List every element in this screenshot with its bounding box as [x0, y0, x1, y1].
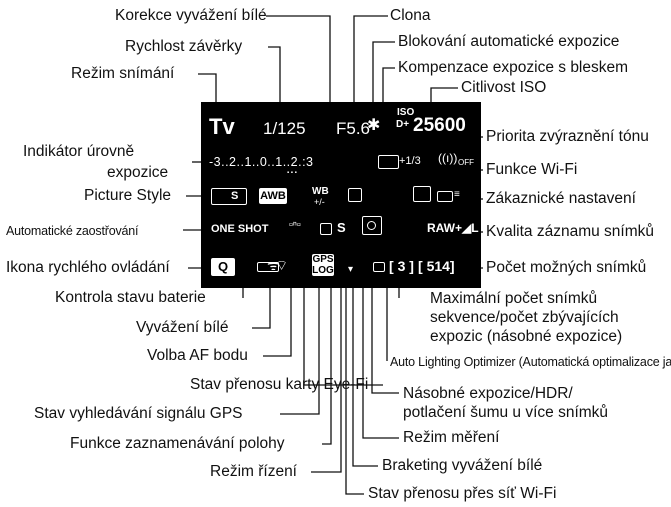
- white-balance-icon: AWB: [259, 188, 287, 204]
- highlight-tone-priority: D+: [396, 119, 410, 130]
- wifi-transfer-icon: ▾: [348, 264, 354, 275]
- shots-remaining-value: 514: [426, 258, 450, 274]
- image-quality: RAW+◢L: [427, 221, 479, 235]
- label-iso: Citlivost ISO: [461, 79, 547, 96]
- leader-wifi-prenos: [345, 288, 364, 495]
- metering-mode-dot: [367, 221, 376, 230]
- leader-kompenzace: [382, 67, 395, 103]
- flash-comp-value: +1/3: [399, 155, 421, 167]
- label-korekce-wb: Korekce vyvážení bílé: [115, 7, 267, 24]
- label-rezim-snimani: Režim snímání: [71, 65, 175, 82]
- eye-fi-icon: ᯤ: [267, 257, 280, 273]
- wb-correction-icon: WB: [312, 186, 329, 197]
- camera-lcd-screen: Tv 1/125 F5.6 ✱ ISO D+ 25600 -3..2..1..0…: [201, 102, 481, 288]
- leader-eyefi: [303, 288, 383, 386]
- shutter-speed: 1/125: [263, 119, 306, 138]
- af-mode: ONE SHOT: [211, 223, 269, 235]
- shots-remaining: [ 514]: [418, 258, 455, 274]
- leader-iso: [430, 87, 458, 103]
- label-wifi: Funkce Wi-Fi: [486, 161, 578, 178]
- label-blokovani-ae: Blokování automatické expozice: [398, 33, 620, 50]
- leader-nasobne: [371, 288, 399, 394]
- gps-icon: GPS LOG: [312, 254, 334, 276]
- battery-icon: [257, 262, 279, 272]
- leader-clona: [353, 15, 388, 103]
- drive-mode-icon: [320, 223, 332, 235]
- label-poloha: Funkce zaznamenávání polohy: [70, 435, 285, 452]
- gps-log-label: LOG: [312, 265, 334, 276]
- label-braketing: Braketing vyvážení bílé: [382, 457, 543, 474]
- label-alo: Auto Lighting Optimizer (Automatická opt…: [390, 355, 671, 369]
- leader-poloha: [322, 288, 332, 445]
- leader-wb: [252, 288, 271, 329]
- leader-rezim-snimani: [198, 73, 217, 103]
- eye-fi-status: ⌔: [275, 257, 289, 273]
- custom-settings-icon: [437, 191, 453, 202]
- wb-bracketing-icon: [348, 188, 362, 202]
- multi-exposure-icon: [413, 186, 431, 202]
- leader-mereni: [362, 288, 399, 439]
- label-af-bod: Volba AF bodu: [147, 347, 248, 364]
- label-max-snimku: Maximální počet snímků sekvence/počet zb…: [430, 290, 623, 345]
- label-wb: Vyvážení bílé: [136, 319, 229, 336]
- label-kvalita: Kvalita záznamu snímků: [486, 223, 654, 240]
- iso-label: ISO: [397, 107, 415, 118]
- flash-comp-icon: [378, 155, 399, 169]
- alo-icon: [373, 262, 385, 272]
- label-kompenzace: Kompenzace expozice s bleskem: [398, 59, 629, 76]
- picture-style-value: S: [231, 190, 239, 202]
- drive-mode-value: S: [337, 220, 346, 235]
- label-wifi-prenos: Stav přenosu přes síť Wi-Fi: [368, 485, 557, 502]
- picture-style-box: [211, 188, 247, 205]
- exposure-level-scale: -3..2..1..0..1..2.:3: [209, 155, 314, 169]
- wb-correction-plus: +/-: [314, 197, 325, 207]
- max-burst: [ 3 ]: [389, 258, 414, 274]
- leader-gps: [280, 288, 320, 415]
- label-rychlost: Rychlost závěrky: [125, 38, 243, 55]
- leader-rychlost: [268, 46, 281, 103]
- ae-lock-icon: ✱: [367, 117, 381, 134]
- label-nasobne: Násobné expozice/HDR/ potlačení šumu u v…: [403, 385, 609, 421]
- leader-rizeni: [311, 288, 342, 473]
- label-af: Automatické zaostřování: [6, 224, 139, 238]
- label-pocet: Počet možných snímků: [486, 259, 647, 276]
- wifi-off-label: OFF: [458, 158, 474, 167]
- label-gps: Stav vyhledávání signálu GPS: [34, 405, 243, 422]
- leader-braketing: [352, 288, 378, 467]
- shooting-mode: Tv: [209, 114, 235, 139]
- label-picture-style: Picture Style: [84, 187, 172, 204]
- label-priorita: Priorita zvýraznění tónu: [486, 128, 649, 145]
- metering-mode-icon: [362, 216, 382, 235]
- exposure-level-marks: ▪ ▪ ▪: [287, 170, 297, 176]
- af-point-icon: ▫ⁿ▫: [289, 219, 301, 231]
- label-eyefi: Stav přenosu karty Eye-Fi: [190, 376, 369, 393]
- label-rizeni: Režim řízení: [210, 463, 297, 480]
- label-rychle: Ikona rychlého ovládání: [6, 259, 170, 276]
- label-clona: Clona: [390, 7, 431, 24]
- custom-settings-lines: ≡: [454, 189, 460, 200]
- iso-value: 25600: [413, 115, 466, 136]
- leader-blokovani-ae: [372, 41, 395, 103]
- label-baterie: Kontrola stavu baterie: [55, 289, 206, 306]
- max-burst-value: 3: [397, 258, 406, 274]
- label-indikator-1: Indikátor úrovně: [23, 143, 135, 160]
- label-zakaznicke: Zákaznické nastavení: [486, 190, 636, 207]
- leader-af-bod: [263, 288, 292, 357]
- label-mereni: Režim měření: [403, 429, 500, 446]
- label-indikator-2: expozice: [107, 164, 169, 181]
- gps-label: GPS: [312, 254, 334, 265]
- leader-korekce-wb: [266, 15, 331, 103]
- quick-control-icon[interactable]: Q: [211, 258, 235, 276]
- aperture: F5.6: [336, 119, 371, 138]
- wifi-function-icon: ((ı)): [438, 151, 458, 165]
